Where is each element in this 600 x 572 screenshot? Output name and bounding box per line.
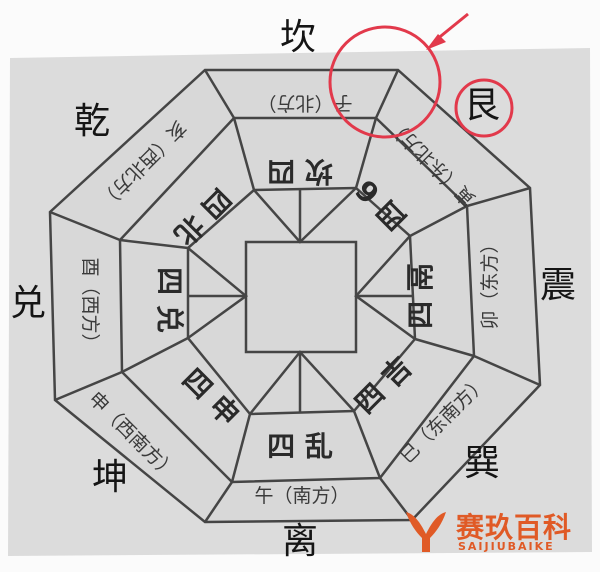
inner-text-east: 四 鬲 <box>404 263 437 329</box>
inner-text-west: 四 兑 <box>153 267 186 333</box>
whale-tail-logo <box>406 512 446 552</box>
label-dui: 兑 <box>10 283 47 324</box>
ring-text-west: 酉（西方） <box>79 257 101 352</box>
highlight-arrow <box>426 12 469 50</box>
ring-text-east: 卯（东方） <box>479 234 501 329</box>
outer-spokes <box>49 69 541 523</box>
label-kan: 坎 <box>280 17 317 58</box>
highlight-circle-small <box>454 78 514 138</box>
label-xun: 巽 <box>464 443 501 484</box>
center-triangles <box>187 187 416 415</box>
label-kun: 坤 <box>92 457 129 498</box>
label-zhen: 震 <box>540 265 577 306</box>
ring-text-north: 子（北方） <box>257 92 352 114</box>
inner-text-south: 四 乱 <box>267 430 333 463</box>
ring-text-south: 午（南方） <box>254 485 349 507</box>
label-li: 离 <box>282 521 319 562</box>
inner-text-north: 坎 四 <box>267 155 333 188</box>
watermark-brand: 赛玖百科 <box>456 511 573 544</box>
highlight-circle-large <box>328 25 442 139</box>
inner-spokes <box>119 117 475 483</box>
label-gen: 艮 <box>464 85 501 126</box>
label-qian: 乾 <box>74 101 111 142</box>
watermark: 赛玖百科 SAIJIUBAIKE <box>400 504 590 556</box>
watermark-brand-en: SAIJIUBAIKE <box>458 540 555 553</box>
